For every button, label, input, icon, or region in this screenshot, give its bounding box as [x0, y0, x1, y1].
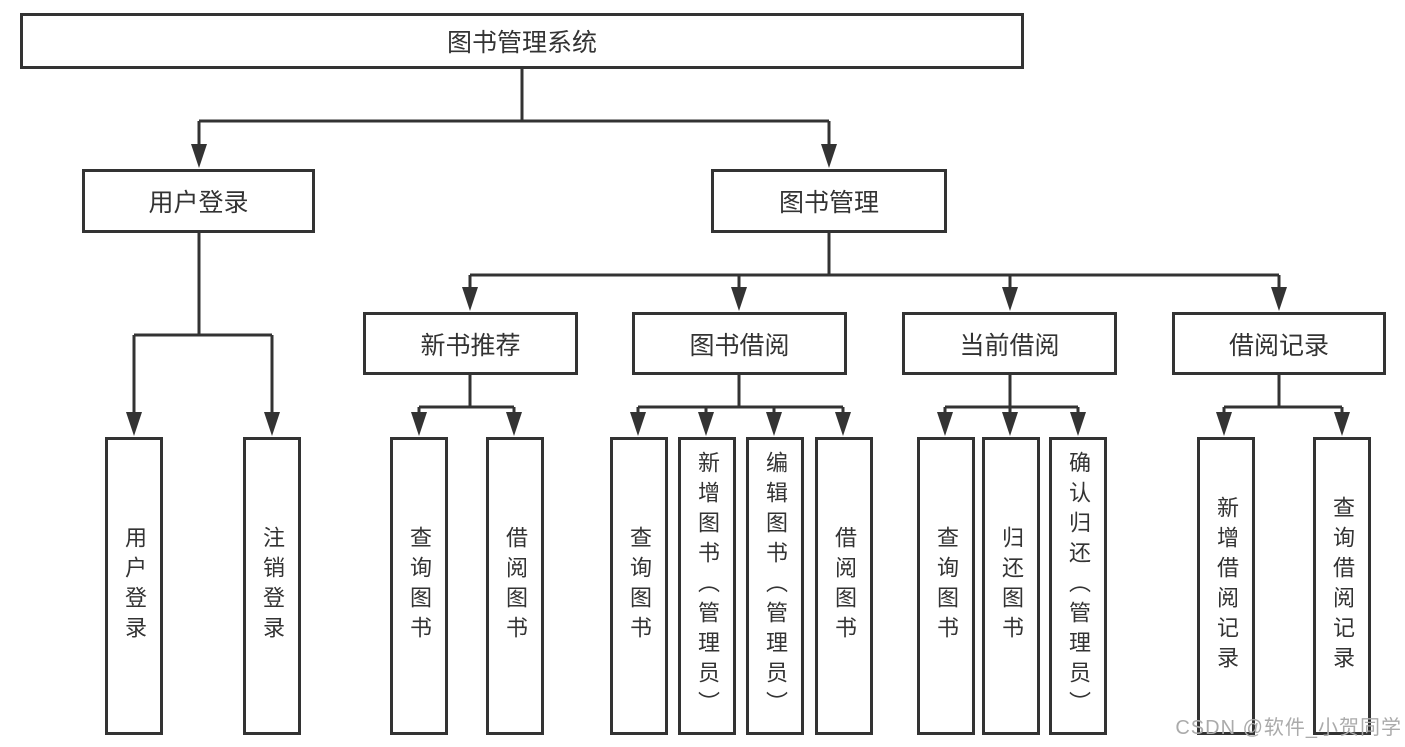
arrowhead	[821, 144, 837, 168]
leaf-add-borrow-record: 新增借阅记录	[1197, 437, 1255, 735]
node-borrow-records: 借阅记录	[1172, 312, 1386, 375]
leaf-add-books-admin: 新增图书（管理员）	[678, 437, 736, 735]
arrowhead	[1334, 412, 1350, 436]
leaf-confirm-return-admin: 确认归还（管理员）	[1049, 437, 1107, 735]
arrowhead	[698, 412, 714, 436]
leaf-query-borrow-record: 查询借阅记录	[1313, 437, 1371, 735]
arrowhead	[1002, 412, 1018, 436]
arrowhead	[191, 144, 207, 168]
leaf-user-login: 用户登录	[105, 437, 163, 735]
arrowhead	[1002, 287, 1018, 311]
leaf-query-books-borrowing: 查询图书	[610, 437, 668, 735]
node-book-management: 图书管理	[711, 169, 947, 233]
node-new-book-recommend: 新书推荐	[363, 312, 578, 375]
leaf-borrow-books-recommend: 借阅图书	[486, 437, 544, 735]
arrowhead	[835, 412, 851, 436]
arrowhead	[462, 287, 478, 311]
arrowhead	[1070, 412, 1086, 436]
arrowheads	[126, 144, 1350, 436]
arrowhead	[630, 412, 646, 436]
leaf-borrow-books-borrowing: 借阅图书	[815, 437, 873, 735]
leaf-return-books: 归还图书	[982, 437, 1040, 735]
arrowhead	[264, 412, 280, 436]
connector-lines	[132, 68, 1344, 414]
node-user-login: 用户登录	[82, 169, 315, 233]
arrowhead	[506, 412, 522, 436]
arrowhead	[126, 412, 142, 436]
arrowhead	[1216, 412, 1232, 436]
leaf-edit-books-admin: 编辑图书（管理员）	[746, 437, 804, 735]
node-current-borrowing: 当前借阅	[902, 312, 1117, 375]
leaf-logout: 注销登录	[243, 437, 301, 735]
leaf-query-books-current: 查询图书	[917, 437, 975, 735]
arrowhead	[731, 287, 747, 311]
arrowhead	[1271, 287, 1287, 311]
arrowhead	[411, 412, 427, 436]
node-root-system: 图书管理系统	[20, 13, 1024, 69]
arrowhead	[766, 412, 782, 436]
leaf-query-books-recommend: 查询图书	[390, 437, 448, 735]
node-book-borrowing: 图书借阅	[632, 312, 847, 375]
csdn-watermark: CSDN @软件_小贺同学	[1175, 717, 1402, 739]
arrowhead	[937, 412, 953, 436]
